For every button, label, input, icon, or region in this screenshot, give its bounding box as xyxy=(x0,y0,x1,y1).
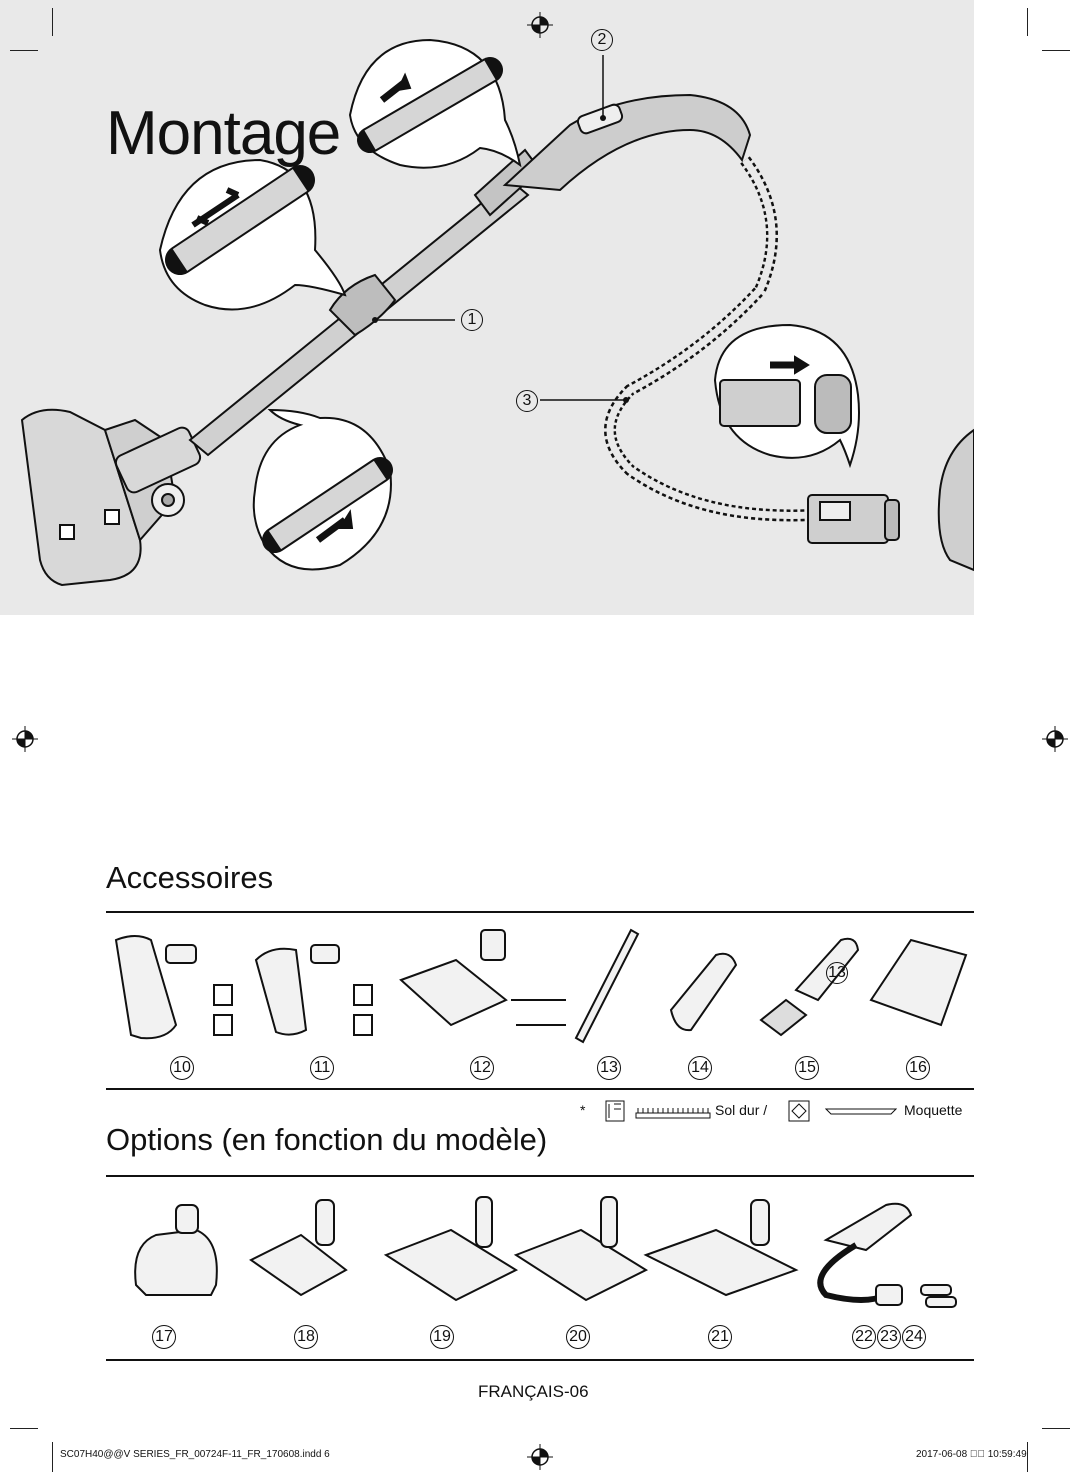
item-number-14: 14 xyxy=(688,1056,712,1080)
registration-mark-icon xyxy=(527,1444,553,1470)
accessories-heading: Accessoires xyxy=(106,860,274,895)
item-number-15: 15 xyxy=(795,1056,819,1080)
turbo-floor-brush-b-icon xyxy=(513,1196,649,1302)
floor-brush-c-icon xyxy=(399,929,566,1027)
parquet-brush-icon xyxy=(643,1199,799,1297)
registration-mark-icon xyxy=(527,12,553,38)
options-heading-main: Options xyxy=(106,1122,213,1157)
item-number-11: 11 xyxy=(310,1056,334,1080)
floor-brush-icon xyxy=(20,408,202,587)
item-number-12: 12 xyxy=(470,1056,494,1080)
pet-brush-icon xyxy=(249,1199,348,1297)
crop-mark xyxy=(1042,50,1070,51)
divider xyxy=(106,911,974,913)
registration-mark-icon xyxy=(12,726,38,752)
item-number-22: 22 xyxy=(852,1325,876,1349)
crop-mark xyxy=(10,1428,38,1429)
accessories-illustrations xyxy=(114,928,968,1044)
dusting-brush-icon xyxy=(759,937,860,1037)
carpet-icon xyxy=(788,1100,810,1122)
floor-brush-b-icon xyxy=(254,944,373,1036)
carpet-brush-icon xyxy=(825,1108,897,1115)
options-heading-sub: (en fonction du modèle) xyxy=(221,1122,548,1157)
crop-mark xyxy=(1027,8,1028,36)
crop-mark xyxy=(52,8,53,36)
detail-circle-connector-icon xyxy=(713,323,860,469)
print-slug-date: 2017-06-08    10:59:49 xyxy=(916,1449,1027,1460)
callout-1: 1 xyxy=(461,309,483,331)
divider xyxy=(106,1175,974,1177)
options-heading: Options (en fonction du modèle) xyxy=(106,1122,547,1158)
divider xyxy=(106,1088,974,1090)
callout-2: 2 xyxy=(591,29,613,51)
item-number-23: 23 xyxy=(877,1325,901,1349)
turbo-floor-brush-a-icon xyxy=(383,1196,519,1302)
item-number-17: 17 xyxy=(152,1325,176,1349)
crop-mark xyxy=(10,50,38,51)
item-number-19: 19 xyxy=(430,1325,454,1349)
crop-mark xyxy=(52,1442,53,1472)
crop-mark xyxy=(1042,1428,1070,1429)
telescopic-tube-icon xyxy=(574,928,640,1044)
registration-mark-icon xyxy=(1042,726,1068,752)
hose-handle-icon xyxy=(502,93,752,192)
mini-turbo-brush-icon xyxy=(134,1204,218,1296)
item-number-24: 24 xyxy=(902,1325,926,1349)
detail-circle-handle-icon xyxy=(348,38,522,169)
item-number-10: 10 xyxy=(170,1056,194,1080)
assembly-illustration: 1 2 3 xyxy=(0,0,974,615)
turbo-brush-icon xyxy=(114,935,233,1040)
print-slug-file: SC07H40@@V SERIES_FR_00724F-11_FR_170608… xyxy=(60,1449,330,1460)
detail-circle-tube-icon xyxy=(158,158,347,311)
divider xyxy=(106,1359,974,1361)
callout-3: 3 xyxy=(516,390,538,412)
item-number-18: 18 xyxy=(294,1325,318,1349)
page-title: Montage xyxy=(106,99,341,168)
item-number-16: 16 xyxy=(906,1056,930,1080)
vacuum-body-icon xyxy=(937,428,974,572)
floor-type-legend: * Sol dur / Moquette xyxy=(580,1100,974,1124)
user-manual-icon xyxy=(869,938,968,1027)
hose-connector-icon xyxy=(807,494,900,544)
hard-floor-label: Sol dur / xyxy=(715,1102,768,1118)
flexible-hose-kit-icon xyxy=(817,1202,957,1308)
page-number: FRANÇAIS-06 xyxy=(478,1382,589,1401)
hard-floor-brush-icon xyxy=(635,1108,711,1119)
item-number-20: 20 xyxy=(566,1325,590,1349)
options-illustrations xyxy=(134,1196,957,1308)
legend-asterisk: * xyxy=(580,1102,586,1118)
carpet-label: Moquette xyxy=(904,1102,963,1118)
crop-mark xyxy=(1027,1442,1028,1472)
hard-floor-icon xyxy=(605,1100,625,1122)
item-number-21: 21 xyxy=(708,1325,732,1349)
vacuum-assembly-drawing xyxy=(20,38,974,587)
crevice-tool-icon xyxy=(669,952,738,1032)
callout-13: 13 xyxy=(826,962,848,984)
detail-circle-brush-icon xyxy=(252,408,393,571)
item-number-13: 13 xyxy=(597,1056,621,1080)
